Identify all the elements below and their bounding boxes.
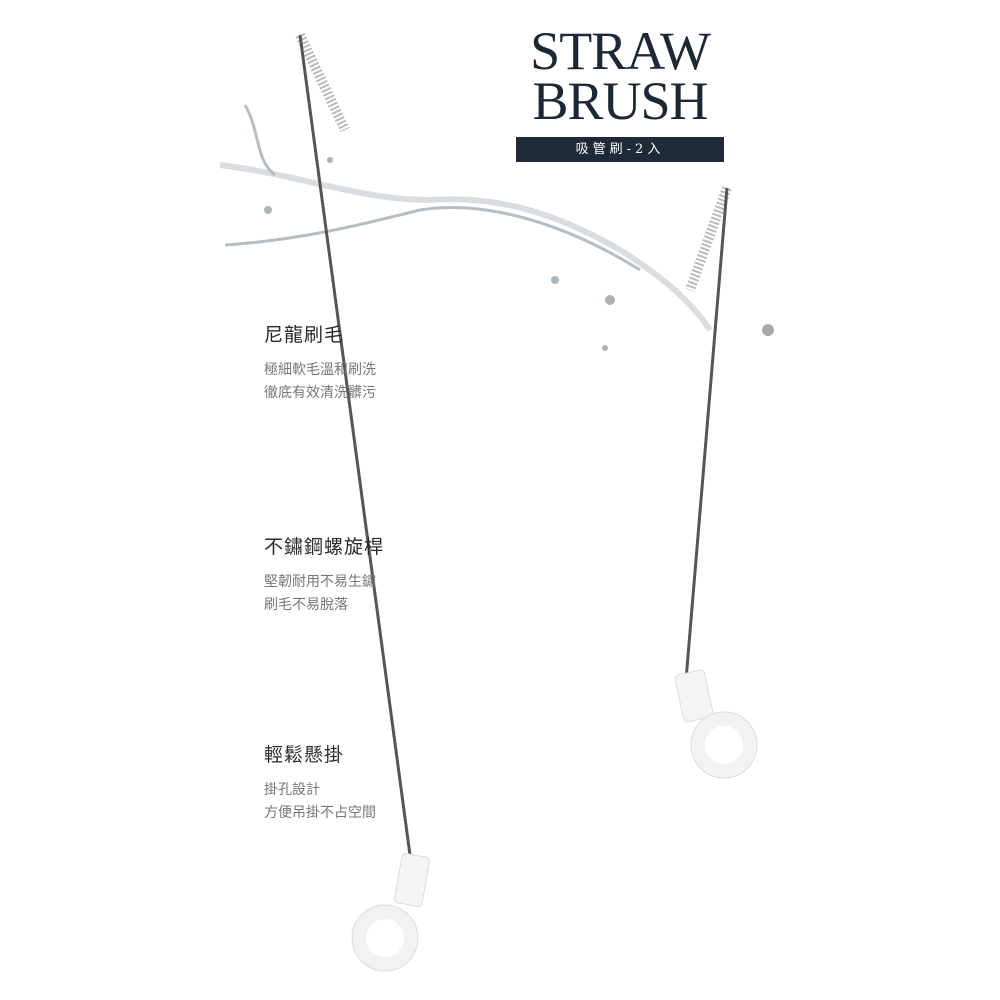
brush-left (295, 32, 430, 972)
feature-line: 極細軟毛溫和刷洗 (264, 362, 376, 378)
feature-line: 徹底有效清洗髒污 (264, 385, 376, 401)
feature-nylon-bristles: 尼龍刷毛 極細軟毛溫和刷洗 徹底有效清洗髒污 (264, 320, 376, 405)
feature-line: 堅韌耐用不易生鏽 (264, 574, 376, 590)
product-title: STRAW BRUSH (520, 21, 720, 131)
feature-title: 輕鬆懸掛 (264, 744, 345, 766)
feature-line: 方便吊掛不占空間 (264, 805, 376, 821)
subtitle-badge: 吸管刷-2入 (516, 137, 724, 162)
title-line-1: STRAW (530, 21, 711, 81)
feature-easy-hanging: 輕鬆懸掛 掛孔設計 方便吊掛不占空間 (264, 740, 376, 825)
feature-title: 不鏽鋼螺旋桿 (264, 536, 385, 558)
feature-line: 掛孔設計 (264, 782, 320, 798)
title-line-2: BRUSH (532, 71, 708, 131)
brush-right (674, 186, 758, 779)
water-splash (219, 104, 774, 351)
feature-line: 刷毛不易脫落 (264, 597, 348, 613)
feature-title: 尼龍刷毛 (264, 324, 345, 346)
feature-stainless-rod: 不鏽鋼螺旋桿 堅韌耐用不易生鏽 刷毛不易脫落 (264, 532, 384, 617)
